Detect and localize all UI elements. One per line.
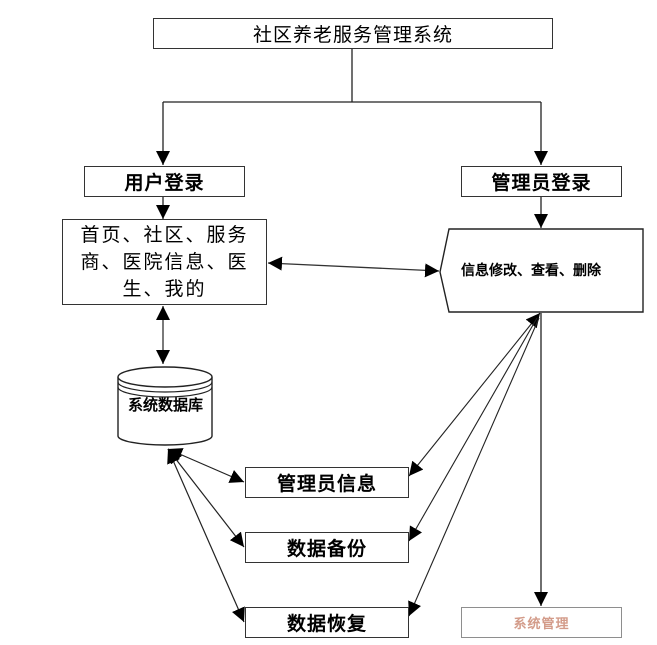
user-login-box: 用户登录 xyxy=(84,166,245,197)
database-label: 系统数据库 xyxy=(127,396,203,414)
user-pages-label: 首页、社区、服务商、医院信息、医生、我的 xyxy=(80,223,249,300)
data-backup-label: 数据备份 xyxy=(286,538,367,560)
arrow-operations-admin-info xyxy=(408,312,541,477)
data-restore-box: 数据恢复 xyxy=(245,607,409,638)
arrow-operations-data-restore xyxy=(408,317,540,617)
bottom-right-box: 系统管理 xyxy=(461,607,622,638)
admin-info-label: 管理员信息 xyxy=(276,473,377,495)
admin-operations-label: 信息修改、查看、删除 xyxy=(461,262,601,279)
arrow-db-data-restore xyxy=(167,448,245,623)
arrow-db-admin-info xyxy=(167,448,245,483)
admin-info-box: 管理员信息 xyxy=(245,467,409,498)
arrow-pages-operations-bidirectional xyxy=(267,256,440,278)
bottom-right-label: 系统管理 xyxy=(513,617,570,632)
arrow-operations-data-backup xyxy=(408,317,538,542)
system-title-box: 社区养老服务管理系统 xyxy=(153,18,553,49)
data-backup-box: 数据备份 xyxy=(245,532,409,563)
admin-login-box: 管理员登录 xyxy=(461,166,622,197)
admin-login-label: 管理员登录 xyxy=(491,172,592,194)
arrow-db-data-backup xyxy=(167,448,245,548)
admin-operations-shape xyxy=(439,228,644,313)
user-login-label: 用户登录 xyxy=(124,172,205,194)
database-cylinder xyxy=(117,366,213,446)
user-pages-box: 首页、社区、服务商、医院信息、医生、我的 xyxy=(62,219,267,305)
data-restore-label: 数据恢复 xyxy=(286,613,367,635)
admin-operations-box: 信息修改、查看、删除 xyxy=(455,229,640,312)
system-title: 社区养老服务管理系统 xyxy=(252,24,453,46)
